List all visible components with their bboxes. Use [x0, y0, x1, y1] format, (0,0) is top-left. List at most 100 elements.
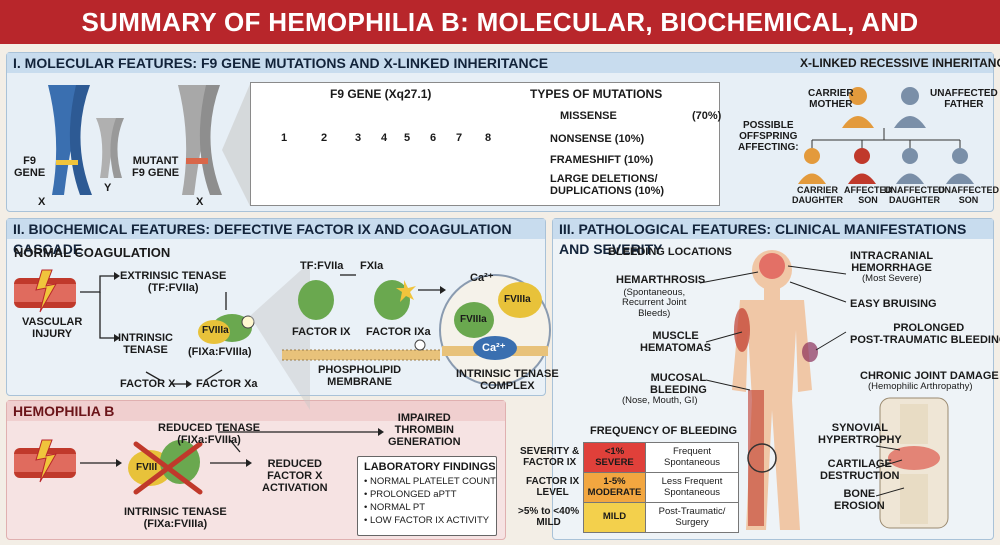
calcium-label: Ca²⁺	[470, 272, 494, 284]
vascular-label: VASCULAR INJURY	[22, 316, 83, 341]
f9-gene-label: F9 GENE	[14, 155, 46, 180]
exon-number: 4	[381, 132, 388, 144]
mutation-types-title: TYPES OF MUTATIONS	[530, 87, 663, 101]
exon-number: 2	[321, 132, 328, 144]
frameshift-label: FRAMESHIFT (10%)	[550, 154, 654, 166]
intrinsic-tenase-label: INTRINSIC TENASE (FIXa:FVIIIa)	[124, 506, 227, 531]
lab-findings-box: LABORATORY FINDINGS • NORMAL PLATELET CO…	[357, 456, 497, 536]
unaffected-father-label: UNAFFECTED FATHER	[930, 88, 998, 110]
child-label: AFFECTED SON	[844, 185, 892, 205]
lab-title: LABORATORY FINDINGS	[364, 461, 496, 473]
page-title: SUMMARY OF HEMOPHILIA B: MOLECULAR, BIOC…	[0, 0, 1000, 81]
gene-box	[250, 82, 720, 206]
human-body-icon	[732, 250, 812, 530]
mucosal-label: MUCOSAL BLEEDING	[650, 372, 707, 397]
complex-small-label: (FIXa:FVIIIa)	[188, 346, 252, 358]
table-row: MILD Post-Traumatic/ Surgery	[583, 502, 739, 533]
deletion-label: LARGE DELETIONS/ DUPLICATIONS (10%)	[550, 173, 665, 198]
child-label: UNAFFECTED DAUGHTER	[884, 185, 945, 205]
severity-cell: 1-5% MODERATE	[583, 472, 646, 503]
lab-item: • NORMAL PLATELET COUNT	[364, 476, 496, 487]
exon-number: 8	[485, 132, 492, 144]
bone-label: BONE EROSION	[834, 488, 885, 513]
severity-cell: <1% SEVERE	[583, 442, 646, 473]
factor-ix-label: FACTOR IX	[292, 326, 351, 338]
mild-range-label: >5% to <40% MILD	[518, 506, 580, 528]
y-label: Y	[104, 182, 112, 194]
reduced-x-label: REDUCED FACTOR X ACTIVATION	[262, 458, 328, 495]
lab-item: • PROLONGED aPTT	[364, 489, 457, 500]
mutant-x-chromosome-icon	[178, 85, 222, 195]
pedigree	[798, 87, 974, 184]
x-label: X	[38, 196, 46, 208]
table-row: <1% SEVERE Frequent Spontaneous	[583, 442, 739, 473]
bleeding-locations-label: BLEEDING LOCATIONS	[608, 246, 732, 258]
molecular-panel: I. MOLECULAR FEATURES: F9 GENE MUTATIONS…	[6, 52, 994, 212]
gene-title: F9 GENE (Xq27.1)	[330, 87, 432, 101]
mucosal-sub: (Nose, Mouth, GI)	[622, 395, 698, 406]
carrier-mother-label: CARRIER MOTHER	[808, 88, 854, 110]
child-label: CARRIER DAUGHTER	[792, 185, 843, 205]
fviiia-small: FVIIIa	[202, 325, 229, 336]
fviiia-label-2: FVIIIa	[504, 294, 531, 305]
intrinsic-label: INTRINSIC TENASE	[118, 332, 173, 357]
muscle-label: MUSCLE HEMATOMAS	[640, 330, 712, 355]
x2-label: X	[196, 196, 204, 208]
inheritance-title: X-LINKED RECESSIVE INHERITANCE	[800, 56, 1000, 70]
knee-joint-icon	[879, 397, 949, 529]
exon-number: 6	[430, 132, 437, 144]
tf-label: TF:FVIIa	[300, 260, 344, 272]
cartilage-label: CARTILAGE DESTRUCTION	[820, 458, 900, 483]
fviiia-label: FVIIIa	[460, 314, 487, 325]
hemarthrosis-sub: (Spontaneous, Recurrent Joint Bleeds)	[622, 287, 687, 319]
severity-cell: MILD	[583, 502, 646, 533]
severity-table: <1% SEVERE Frequent Spontaneous 1-5% MOD…	[583, 442, 739, 533]
y-chromosome-icon	[96, 118, 124, 178]
pathology-heading: III. PATHOLOGICAL FEATURES: CLINICAL MAN…	[553, 219, 993, 257]
bruising-label: EASY BRUISING	[850, 298, 937, 310]
lab-item: • LOW FACTOR IX ACTIVITY	[364, 515, 490, 526]
calcium-label-2: Ca²⁺	[482, 342, 506, 354]
molecular-heading: I. MOLECULAR FEATURES: F9 GENE MUTATIONS…	[7, 53, 993, 73]
factor-level-label: FACTOR IX LEVEL	[526, 476, 580, 498]
frequency-cell: Post-Traumatic/ Surgery	[645, 502, 739, 533]
nonsense-label: NONSENSE (10%)	[550, 133, 645, 145]
prolonged-label: PROLONGED POST-TRAUMATIC BLEEDING	[850, 322, 1000, 347]
freq-title: FREQUENCY OF BLEEDING	[590, 425, 738, 437]
child-label: UNAFFECTED SON	[938, 185, 999, 205]
factor-x-label: FACTOR X	[120, 378, 176, 390]
factor-xa-label: FACTOR Xa	[196, 378, 258, 390]
offspring-label: POSSIBLE OFFSPRING AFFECTING:	[738, 120, 799, 153]
joint-damage-sub: (Hemophilic Arthropathy)	[868, 381, 973, 392]
biochemical-heading: II. BIOCHEMICAL FEATURES: DEFECTIVE FACT…	[7, 219, 545, 257]
fxia-label: FXIa	[360, 260, 384, 272]
normal-coag-label: NORMAL COAGULATION	[14, 245, 171, 260]
severity-label: SEVERITY & FACTOR IX	[520, 446, 580, 468]
lab-item: • NORMAL PT	[364, 502, 426, 513]
complex-label: INTRINSIC TENASE COMPLEX	[456, 368, 559, 393]
exon-number: 3	[355, 132, 362, 144]
fviii-label: FVIII	[136, 462, 158, 473]
exon-number: 1	[281, 132, 288, 144]
exon-number: 5	[404, 132, 411, 144]
membrane-label: PHOSPHOLIPID MEMBRANE	[318, 364, 402, 389]
mutant-gene-label: MUTANT F9 GENE	[132, 155, 180, 180]
impaired-label: IMPAIRED THROMBIN GENERATION	[388, 412, 461, 449]
blocked-cross-icon	[133, 441, 203, 495]
vessel-injury-icon	[14, 269, 76, 313]
synovial-label: SYNOVIAL HYPERTROPHY	[818, 422, 902, 447]
frequency-cell: Frequent Spontaneous	[645, 442, 739, 473]
joint-damage-label: CHRONIC JOINT DAMAGE	[860, 370, 999, 382]
exon-number: 7	[456, 132, 463, 144]
factor-ixa-label: FACTOR IXa	[366, 326, 431, 338]
ich-label: INTRACRANIAL HEMORRHAGE	[850, 250, 934, 275]
hemophilia-heading: HEMOPHILIA B	[7, 401, 505, 421]
extrinsic-label: EXTRINSIC TENASE (TF:FVIIa)	[120, 270, 227, 295]
hemarthrosis-label: HEMARTHROSIS	[616, 274, 706, 286]
x-chromosome-icon	[48, 85, 92, 195]
table-row: 1-5% MODERATE Less Frequent Spontaneous	[583, 472, 739, 503]
missense-pct: (70%)	[692, 110, 722, 122]
ich-sub: (Most Severe)	[862, 273, 922, 284]
